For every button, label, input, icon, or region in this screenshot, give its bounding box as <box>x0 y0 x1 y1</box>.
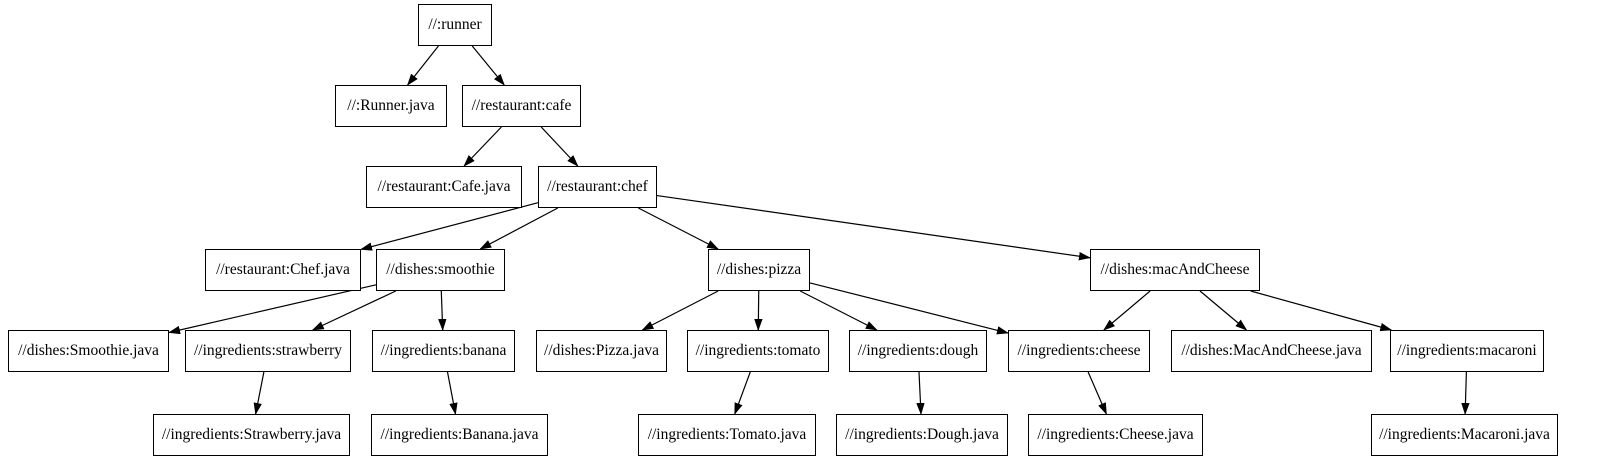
graph-node-ing_cheese[interactable]: //ingredients:cheese <box>1008 330 1150 372</box>
graph-node-label: //restaurant:cafe <box>471 97 572 115</box>
graph-node-label: //dishes:smoothie <box>386 261 495 279</box>
graph-edge-dishes_macandchee-to-ing_cheese <box>1103 290 1151 331</box>
graph-node-restaurant_cafe[interactable]: //restaurant:cafe <box>462 85 581 127</box>
graph-edge-runner-to-restaurant_cafe <box>471 45 505 86</box>
graph-edge-dishes_macandchee-to-macandcheese_java <box>1199 290 1248 331</box>
graph-node-dishes_macandchee[interactable]: //dishes:macAndCheese <box>1090 249 1260 291</box>
graph-node-runner_java[interactable]: //:Runner.java <box>335 85 447 127</box>
graph-edge-dishes_macandchee-to-ing_macaroni <box>1250 290 1393 332</box>
graph-node-label: //ingredients:cheese <box>1017 342 1141 360</box>
graph-node-label: //ingredients:Cheese.java <box>1037 426 1194 444</box>
graph-node-dishes_smoothie[interactable]: //dishes:smoothie <box>376 249 505 291</box>
graph-node-runner[interactable]: //:runner <box>418 4 492 46</box>
graph-node-banana_java[interactable]: //ingredients:Banana.java <box>371 414 548 456</box>
graph-node-macaroni_java[interactable]: //ingredients:Macaroni.java <box>1371 414 1558 456</box>
graph-node-label: //ingredients:banana <box>380 342 507 360</box>
graph-node-strawberry_java[interactable]: //ingredients:Strawberry.java <box>153 414 350 456</box>
graph-node-label: //:runner <box>428 16 482 34</box>
graph-node-label: //ingredients:Macaroni.java <box>1379 426 1550 444</box>
graph-node-label: //dishes:pizza <box>716 261 802 279</box>
graph-edge-dishes_pizza-to-ing_dough <box>799 290 878 331</box>
graph-node-label: //ingredients:Tomato.java <box>647 426 807 444</box>
graph-edge-dishes_smoothie-to-ing_banana <box>438 290 447 331</box>
graph-node-dough_java[interactable]: //ingredients:Dough.java <box>836 414 1008 456</box>
graph-node-label: //dishes:macAndCheese <box>1100 261 1250 279</box>
graph-edge-dishes_pizza-to-pizza_java <box>641 290 719 331</box>
graph-edge-dishes_smoothie-to-ing_strawberry <box>311 290 397 331</box>
graph-node-macandcheese_java[interactable]: //dishes:MacAndCheese.java <box>1171 330 1372 372</box>
graph-edge-restaurant_cafe-to-cafe_java <box>463 126 502 167</box>
graph-node-label: //ingredients:Banana.java <box>380 426 539 444</box>
graph-node-label: //restaurant:chef <box>547 178 648 196</box>
graph-node-label: //restaurant:Cafe.java <box>377 178 511 196</box>
graph-node-cafe_java[interactable]: //restaurant:Cafe.java <box>366 166 522 208</box>
graph-node-cheese_java[interactable]: //ingredients:Cheese.java <box>1028 414 1203 456</box>
graph-edge-ing_cheese-to-cheese_java <box>1087 371 1107 415</box>
graph-edge-ing_banana-to-banana_java <box>446 371 458 415</box>
graph-edge-runner-to-runner_java <box>406 45 439 86</box>
graph-node-ing_dough[interactable]: //ingredients:dough <box>849 330 987 372</box>
graph-node-label: //:Runner.java <box>347 97 435 115</box>
graph-node-ing_banana[interactable]: //ingredients:banana <box>372 330 515 372</box>
graph-node-restaurant_chef[interactable]: //restaurant:chef <box>538 166 657 208</box>
graph-node-label: //dishes:Smoothie.java <box>18 342 159 360</box>
graph-edge-restaurant_cafe-to-restaurant_chef <box>540 126 579 167</box>
graph-edge-dishes_smoothie-to-smoothie_java <box>168 284 377 335</box>
graph-node-label: //ingredients:dough <box>857 342 979 360</box>
graph-node-label: //ingredients:macaroni <box>1397 342 1537 360</box>
graph-edge-restaurant_chef-to-dishes_smoothie <box>479 207 559 250</box>
graph-edge-restaurant_chef-to-dishes_pizza <box>638 207 719 250</box>
graph-node-label: //ingredients:Strawberry.java <box>161 426 342 444</box>
graph-node-ing_tomato[interactable]: //ingredients:tomato <box>687 330 829 372</box>
graph-node-label: //dishes:MacAndCheese.java <box>1181 342 1362 360</box>
graph-edge-dishes_pizza-to-ing_cheese <box>809 282 1009 335</box>
graph-node-tomato_java[interactable]: //ingredients:Tomato.java <box>638 414 816 456</box>
graph-node-pizza_java[interactable]: //dishes:Pizza.java <box>536 330 667 372</box>
graph-edge-ing_dough-to-dough_java <box>916 371 925 415</box>
graph-node-dishes_pizza[interactable]: //dishes:pizza <box>708 249 810 291</box>
graph-edge-ing_macaroni-to-macaroni_java <box>1461 371 1470 415</box>
graph-node-label: //ingredients:Dough.java <box>845 426 999 444</box>
graph-node-label: //dishes:Pizza.java <box>544 342 659 360</box>
graph-edge-restaurant_chef-to-chef_java <box>360 202 539 251</box>
graph-node-ing_macaroni[interactable]: //ingredients:macaroni <box>1390 330 1544 372</box>
graph-node-label: //ingredients:strawberry <box>193 342 343 360</box>
graph-node-smoothie_java[interactable]: //dishes:Smoothie.java <box>8 330 169 372</box>
graph-node-label: //restaurant:Chef.java <box>216 261 350 279</box>
graph-node-label: //ingredients:tomato <box>695 342 821 360</box>
graph-node-chef_java[interactable]: //restaurant:Chef.java <box>205 249 361 291</box>
graph-edge-ing_tomato-to-tomato_java <box>734 371 751 415</box>
graph-edge-ing_strawberry-to-strawberry_java <box>253 371 265 415</box>
graph-node-ing_strawberry[interactable]: //ingredients:strawberry <box>185 330 351 372</box>
